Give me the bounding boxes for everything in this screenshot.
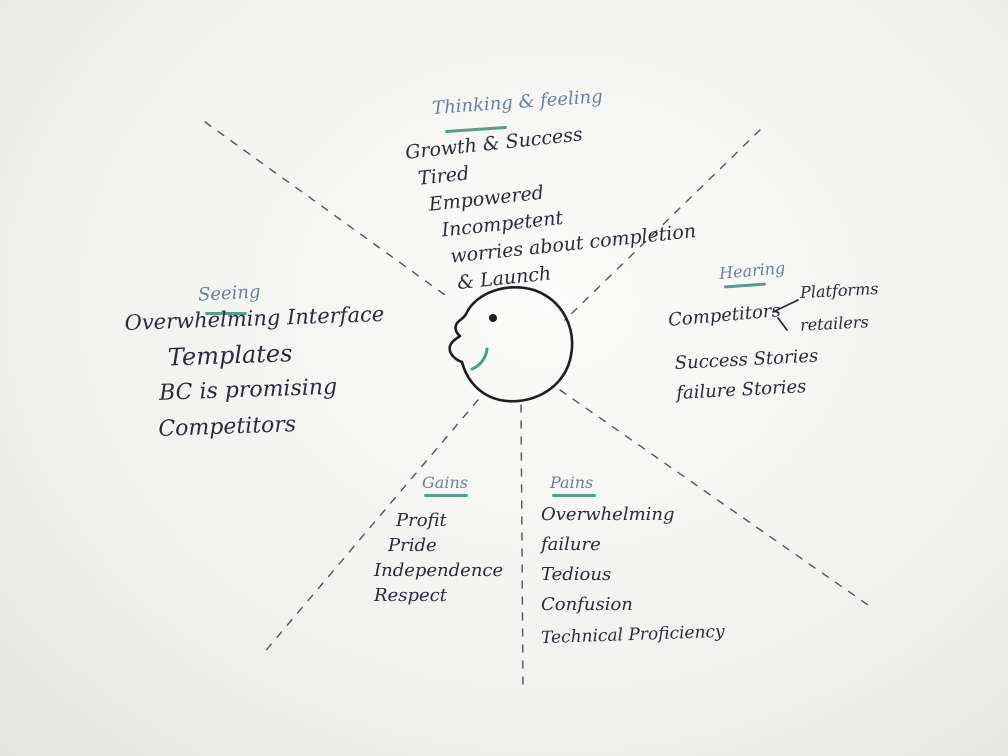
hearing-connectors [772,299,799,331]
hearing-branch-retailers: retailers [799,312,870,335]
list-item: Technical Proficiency [540,621,725,649]
person-face-icon [448,286,574,403]
seeing-list: Overwhelming Interface Templates BC is p… [124,296,389,449]
list-item: Respect [374,585,447,606]
list-item: Pride [388,535,437,556]
list-item: Tedious [541,564,612,585]
pains-underline [552,494,596,497]
gains-heading: Gains [422,473,468,492]
list-item: failure [541,534,601,555]
list-item: Overwhelming [541,504,675,525]
gains-underline [424,494,468,497]
list-item: Profit [396,510,447,531]
divider-top-left [204,121,446,296]
divider-top-right [564,129,761,321]
seeing-underline [205,312,247,315]
divider-bottom-left [261,399,479,656]
gains-list: Profit Pride Independence Respect [374,508,503,608]
thinking-feeling-list: Growth & Success Tired Empowered Incompe… [404,111,700,301]
divider-lines [204,121,869,689]
hearing-list: Success Stories failure Stories [674,341,821,408]
list-item: Independence [374,560,504,581]
list-item: Confusion [541,594,633,615]
pains-list: Overwhelming failure Tedious Confusion T… [541,500,725,650]
divider-bottom-center [520,404,524,689]
pains-heading: Pains [550,473,594,492]
